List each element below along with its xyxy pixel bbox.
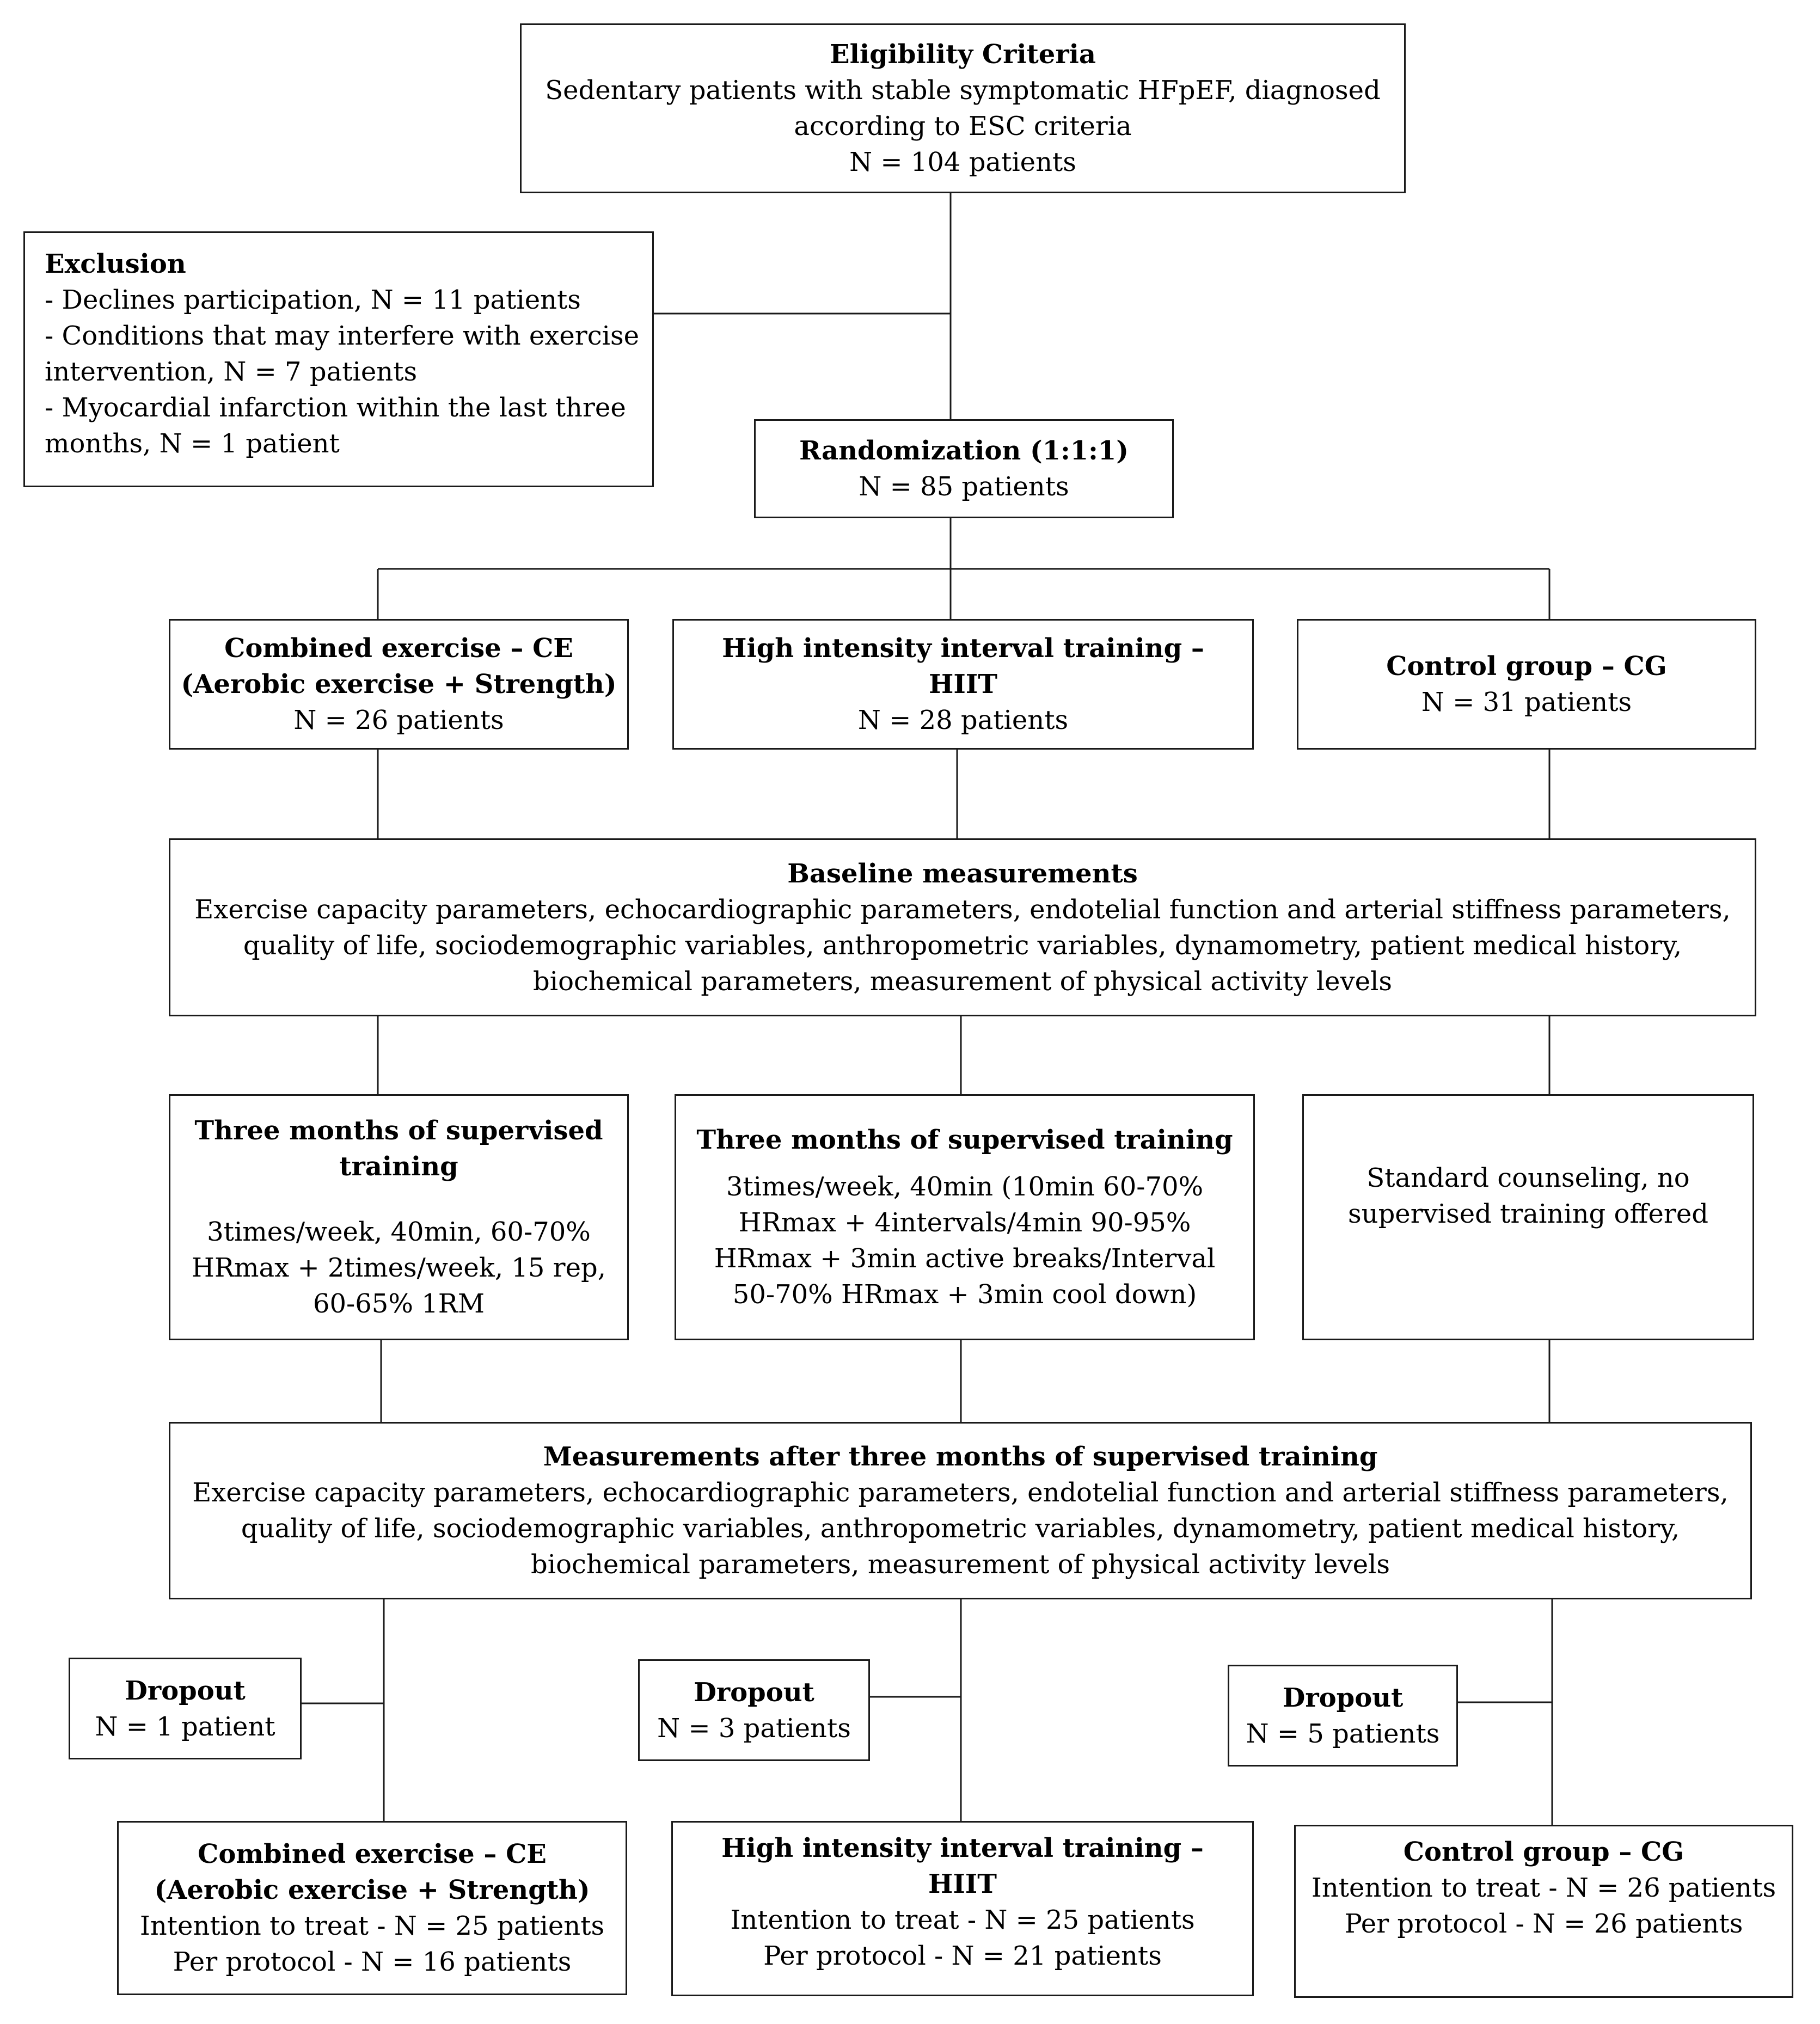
exclusion-item: intervention, N = 7 patients bbox=[45, 357, 418, 387]
final-hiit-title: High intensity interval training – HIIT bbox=[721, 1833, 1204, 1899]
exclusion-item: - Myocardial infarction within the last … bbox=[45, 392, 626, 423]
final-hiit-itt: Intention to treat - N = 25 patients bbox=[730, 1905, 1195, 1935]
group-ce-subtitle: (Aerobic exercise + Strength) bbox=[181, 669, 617, 700]
randomization-title: Randomization (1:1:1) bbox=[799, 436, 1129, 466]
eligibility-criteria-box: Eligibility Criteria Sedentary patients … bbox=[520, 23, 1406, 193]
training-hiit-box: Three months of supervised training 3tim… bbox=[675, 1094, 1255, 1340]
group-hiit-title: High intensity interval training – HIIT bbox=[722, 633, 1204, 700]
randomization-box: Randomization (1:1:1) N = 85 patients bbox=[754, 419, 1174, 518]
dropout-ce-count: N = 1 patient bbox=[95, 1711, 275, 1742]
dropout-hiit-title: Dropout bbox=[694, 1677, 814, 1708]
final-hiit-pp: Per protocol - N = 21 patients bbox=[763, 1941, 1162, 1971]
group-cg-count: N = 31 patients bbox=[1421, 687, 1632, 717]
final-cg-title: Control group – CG bbox=[1403, 1837, 1684, 1867]
group-hiit-box: High intensity interval training – HIIT … bbox=[672, 619, 1254, 750]
final-ce-subtitle: (Aerobic exercise + Strength) bbox=[154, 1875, 590, 1905]
dropout-cg-box: Dropout N = 5 patients bbox=[1228, 1665, 1458, 1767]
dropout-ce-title: Dropout bbox=[125, 1675, 246, 1706]
exclusion-item: - Conditions that may interfere with exe… bbox=[45, 321, 639, 351]
training-cg-box: Standard counseling, no supervised train… bbox=[1302, 1094, 1754, 1340]
group-ce-box: Combined exercise – CE (Aerobic exercise… bbox=[169, 619, 629, 750]
baseline-line: quality of life, sociodemographic variab… bbox=[243, 930, 1682, 961]
training-ce-line: 3times/week, 40min, 60-70% bbox=[207, 1217, 591, 1247]
training-hiit-line: HRmax + 4intervals/4min 90-95% bbox=[738, 1207, 1191, 1238]
eligibility-line: Sedentary patients with stable symptomat… bbox=[545, 75, 1381, 106]
eligibility-title: Eligibility Criteria bbox=[830, 39, 1096, 70]
exclusion-title: Exclusion bbox=[45, 249, 186, 279]
final-cg-box: Control group – CG Intention to treat - … bbox=[1294, 1825, 1793, 1998]
final-cg-pp: Per protocol - N = 26 patients bbox=[1344, 1909, 1743, 1939]
followup-line: Exercise capacity parameters, echocardio… bbox=[192, 1477, 1729, 1508]
exclusion-item: months, N = 1 patient bbox=[45, 428, 340, 459]
final-ce-box: Combined exercise – CE (Aerobic exercise… bbox=[117, 1821, 627, 1995]
dropout-hiit-box: Dropout N = 3 patients bbox=[638, 1659, 870, 1761]
followup-line: biochemical parameters, measurement of p… bbox=[531, 1549, 1390, 1580]
baseline-line: biochemical parameters, measurement of p… bbox=[533, 966, 1392, 997]
followup-measurements-box: Measurements after three months of super… bbox=[169, 1422, 1752, 1599]
group-ce-title: Combined exercise – CE bbox=[224, 633, 573, 664]
training-hiit-line: HRmax + 3min active breaks/Interval bbox=[714, 1243, 1216, 1274]
training-hiit-line: 50-70% HRmax + 3min cool down) bbox=[732, 1279, 1197, 1310]
dropout-cg-count: N = 5 patients bbox=[1246, 1718, 1440, 1749]
training-ce-line: 60-65% 1RM bbox=[312, 1289, 485, 1319]
training-cg-line: Standard counseling, no bbox=[1366, 1163, 1690, 1193]
training-hiit-title: Three months of supervised training bbox=[696, 1125, 1233, 1155]
final-cg-itt: Intention to treat - N = 26 patients bbox=[1311, 1873, 1776, 1903]
dropout-ce-box: Dropout N = 1 patient bbox=[69, 1658, 302, 1759]
eligibility-line: according to ESC criteria bbox=[794, 111, 1132, 142]
training-ce-title: training bbox=[339, 1151, 458, 1182]
baseline-line: Exercise capacity parameters, echocardio… bbox=[194, 894, 1731, 925]
final-hiit-box: High intensity interval training – HIIT … bbox=[671, 1821, 1254, 1996]
group-cg-title: Control group – CG bbox=[1386, 651, 1667, 682]
baseline-title: Baseline measurements bbox=[787, 858, 1138, 889]
group-ce-count: N = 26 patients bbox=[293, 705, 504, 735]
randomization-count: N = 85 patients bbox=[859, 471, 1069, 502]
group-cg-box: Control group – CG N = 31 patients bbox=[1297, 619, 1756, 750]
training-ce-title: Three months of supervised bbox=[194, 1115, 603, 1146]
eligibility-count: N = 104 patients bbox=[849, 147, 1076, 177]
dropout-hiit-count: N = 3 patients bbox=[657, 1713, 851, 1744]
dropout-cg-title: Dropout bbox=[1282, 1682, 1404, 1713]
final-ce-title: Combined exercise – CE bbox=[198, 1839, 547, 1869]
final-ce-itt: Intention to treat - N = 25 patients bbox=[139, 1911, 605, 1941]
exclusion-item: - Declines participation, N = 11 patient… bbox=[45, 285, 581, 315]
training-ce-line: HRmax + 2times/week, 15 rep, bbox=[191, 1253, 606, 1283]
followup-title: Measurements after three months of super… bbox=[543, 1442, 1378, 1472]
training-hiit-line: 3times/week, 40min (10min 60-70% bbox=[726, 1172, 1204, 1202]
training-cg-line: supervised training offered bbox=[1348, 1199, 1708, 1229]
final-ce-pp: Per protocol - N = 16 patients bbox=[173, 1947, 572, 1977]
followup-line: quality of life, sociodemographic variab… bbox=[241, 1513, 1680, 1544]
exclusion-box: Exclusion - Declines participation, N = … bbox=[23, 231, 654, 487]
group-hiit-count: N = 28 patients bbox=[857, 705, 1069, 735]
training-ce-box: Three months of supervised training 3tim… bbox=[169, 1094, 629, 1340]
baseline-measurements-box: Baseline measurements Exercise capacity … bbox=[169, 838, 1756, 1016]
